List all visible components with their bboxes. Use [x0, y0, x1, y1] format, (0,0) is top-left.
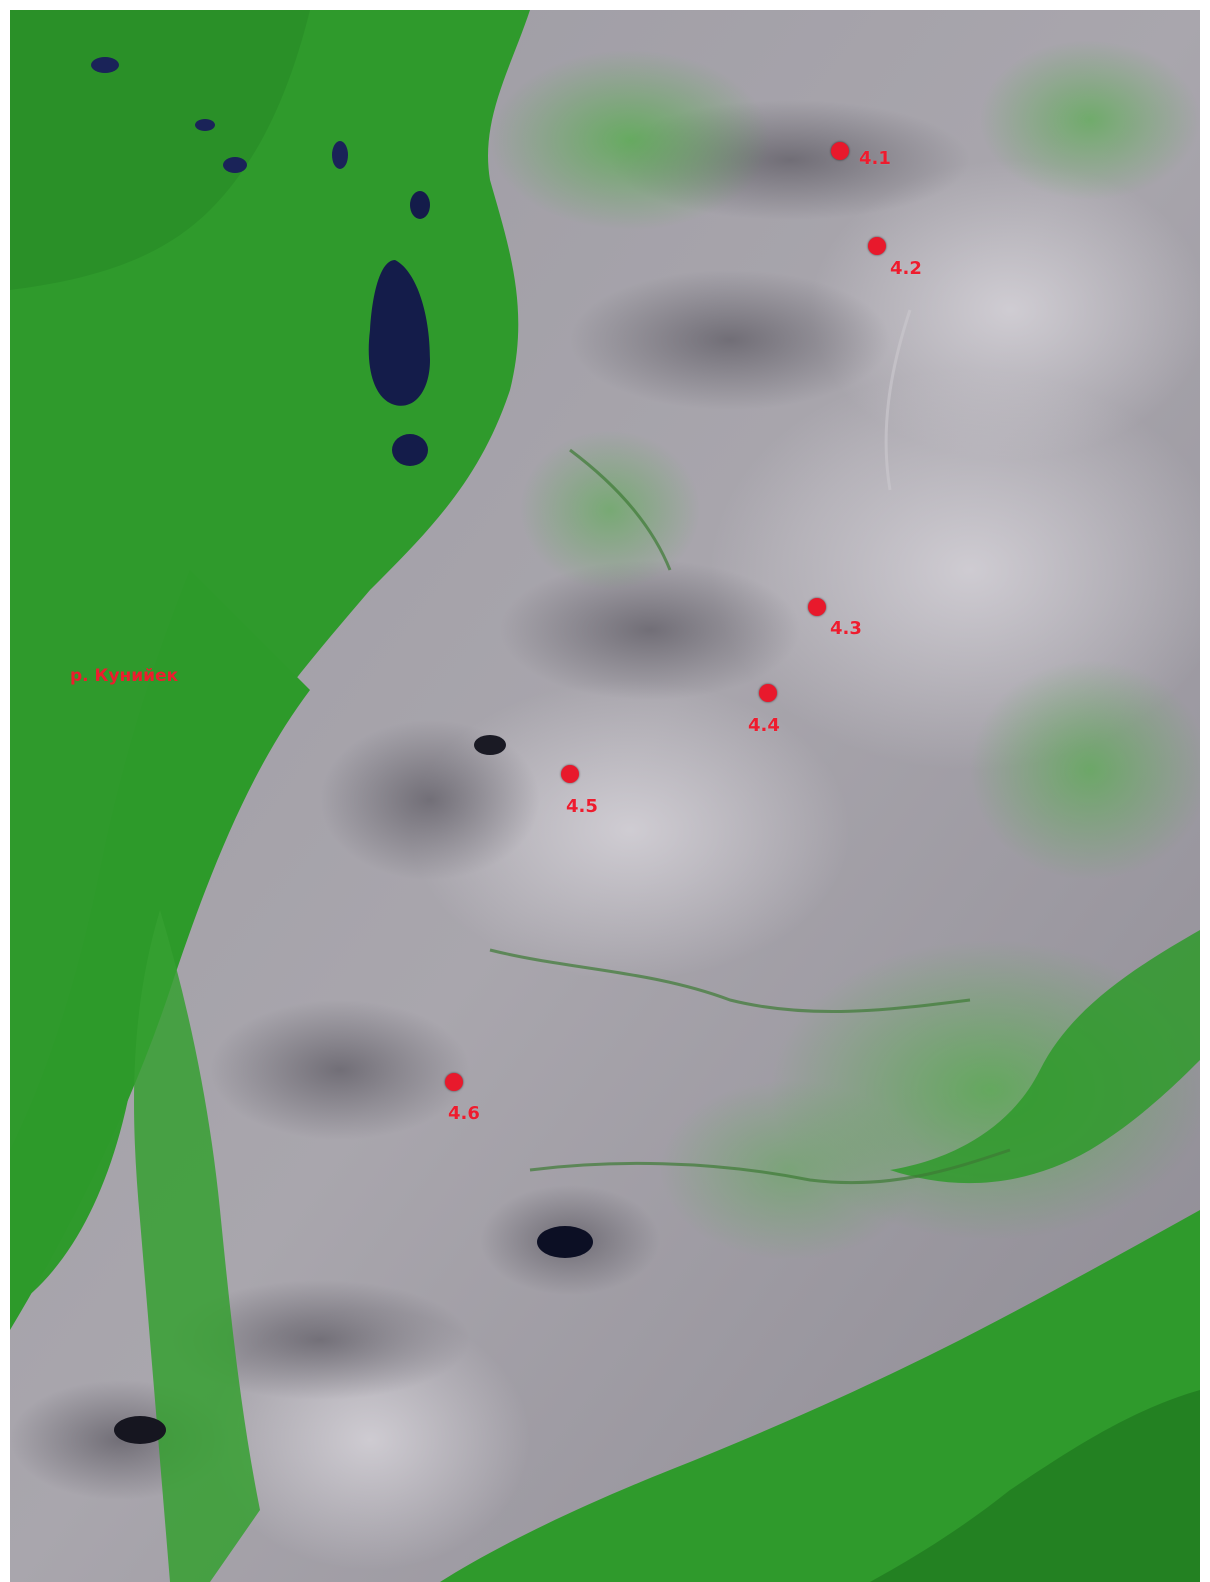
lake [223, 157, 247, 173]
sample-point-marker[interactable] [831, 142, 849, 160]
green-slope [490, 50, 770, 230]
river-label: р. Кунийек [70, 666, 179, 686]
lake [91, 57, 119, 73]
southeast-valley [440, 1210, 1200, 1582]
stream [529, 1148, 1011, 1185]
sample-point-label: 4.3 [830, 618, 862, 639]
green-slope [660, 1080, 920, 1260]
green-slope [970, 660, 1200, 880]
lake [195, 119, 215, 131]
lake [368, 260, 430, 406]
ridge-shadow [170, 1280, 470, 1400]
green-slope [980, 40, 1200, 200]
stream [569, 448, 672, 571]
sample-point-label: 4.2 [890, 258, 922, 279]
ridge-shadow [320, 720, 540, 880]
ridge-shadow [570, 270, 890, 410]
sample-point-label: 4.4 [748, 715, 780, 736]
lake [474, 735, 506, 755]
stream-valley [890, 930, 1200, 1184]
sample-point-marker[interactable] [808, 598, 826, 616]
sample-point-marker[interactable] [759, 684, 777, 702]
ridge-shadow [500, 560, 800, 700]
satellite-map[interactable]: р. Кунийек 4.1 4.2 4.3 4.4 4.5 4.6 [10, 10, 1200, 1582]
sample-point-label: 4.1 [859, 148, 891, 169]
lake [114, 1416, 166, 1444]
sample-point-marker[interactable] [868, 237, 886, 255]
ridge-shadow [210, 1000, 470, 1140]
green-slope [520, 430, 700, 590]
terrain-imagery [10, 10, 1200, 1582]
sample-point-marker[interactable] [561, 765, 579, 783]
river-valley [134, 910, 260, 1582]
stream [489, 948, 971, 1014]
lake [537, 1226, 593, 1258]
lake [392, 434, 428, 466]
sample-point-label: 4.5 [566, 796, 598, 817]
sample-point-marker[interactable] [445, 1073, 463, 1091]
highland-patch [810, 160, 1200, 460]
stream [884, 309, 912, 491]
lake [410, 191, 430, 219]
sample-point-label: 4.6 [448, 1103, 480, 1124]
southeast-valley [870, 1390, 1200, 1582]
valley-vegetation [10, 10, 310, 290]
lake [332, 141, 348, 169]
